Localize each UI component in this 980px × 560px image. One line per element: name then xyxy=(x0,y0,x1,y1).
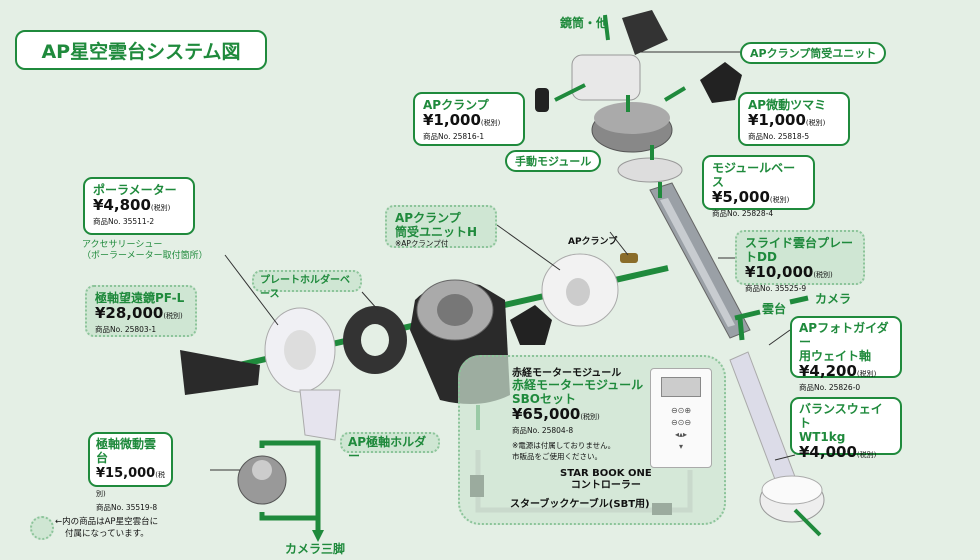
product-name: 極軸望遠鏡PF-L xyxy=(95,291,185,305)
product-name: 赤経モーターモジュール xyxy=(512,378,644,392)
label-camera: カメラ xyxy=(815,292,852,306)
product-ap-clamp: APクランプ ¥1,000(税別) 商品No. 25816-1 xyxy=(413,92,525,146)
label-kyoto: 鏡筒・他 xyxy=(560,16,609,30)
product-number: 商品No. 25816-1 xyxy=(423,132,485,141)
product-number: 商品No. 25803-1 xyxy=(95,325,157,334)
product-price: ¥4,800(税別) xyxy=(93,196,171,214)
product-price: ¥4,000(税別) xyxy=(799,443,877,461)
label-tripod: カメラ三脚 xyxy=(285,542,346,556)
product-polar-scope: 極軸望遠鏡PF-L ¥28,000(税別) 商品No. 25803-1 xyxy=(85,285,197,337)
product-price: ¥65,000(税別) xyxy=(512,405,600,423)
product-name: スライド雲台プレートDD xyxy=(745,236,854,264)
label-accessory-shoe: アクセサリーシュー（ポーラーメーター取付箇所） xyxy=(82,240,208,261)
product-ap-fine-knob: AP微動ツマミ ¥1,000(税別) 商品No. 25818-5 xyxy=(738,92,850,146)
product-name-2: 筒受ユニットH xyxy=(395,225,478,239)
product-number: 商品No. 25818-5 xyxy=(748,132,810,141)
product-name: APクランプ xyxy=(395,211,461,225)
fine-knob-image xyxy=(700,62,742,103)
label-cable: スターブックケーブル(SBT用) xyxy=(510,499,650,510)
manual-module-image xyxy=(591,102,673,153)
label-manual-module: 手動モジュール xyxy=(505,150,602,172)
product-price: ¥10,000(税別) xyxy=(745,263,833,281)
label-plate-holder-base: プレートホルダーベース xyxy=(252,270,362,300)
product-name: モジュールベース xyxy=(712,161,796,189)
balance-weight-image xyxy=(759,475,825,523)
legend-text: ←内の商品はAP星空雲台に付属になっています。 xyxy=(55,517,159,539)
ap-clamp-image xyxy=(535,88,549,112)
label-polar-holder: AP極軸ホルダー xyxy=(340,432,440,463)
product-polar-fine-head: 極軸微動雲台 ¥15,000(税別) 商品No. 35519-8 xyxy=(88,432,173,512)
product-clamp-unit-h: APクランプ 筒受ユニットH ※APクランプ付 xyxy=(385,205,497,248)
product-note: ※APクランプ付 xyxy=(395,239,449,248)
product-name: APフォトガイダー xyxy=(799,321,889,349)
product-name-2: WT1kg xyxy=(799,430,846,444)
product-price: ¥1,000(税別) xyxy=(423,111,501,129)
product-number: 商品No. 35525-9 xyxy=(745,284,807,293)
module-base-image xyxy=(617,157,683,183)
product-number: 商品No. 25804-8 xyxy=(512,426,574,435)
product-balance-weight: バランスウェイト WT1kg ¥4,000(税別) xyxy=(790,397,902,461)
product-price: ¥15,000(税別) xyxy=(96,466,165,498)
label-ap-clamp: APクランプ xyxy=(568,237,618,247)
product-name-2: SBOセット xyxy=(512,392,576,406)
product-number: 商品No. 35511-2 xyxy=(93,217,155,226)
product-name-2: 用ウェイト軸 xyxy=(799,349,872,363)
label-clamp-unit: APクランプ筒受ユニット xyxy=(740,42,887,64)
product-price: ¥28,000(税別) xyxy=(95,304,183,322)
product-name: バランスウェイト xyxy=(799,402,883,430)
polar-scope-image xyxy=(180,350,260,395)
controller-image: ⊖⊙⊕⊖⊙⊖◂▴▸▾ xyxy=(650,368,712,468)
clamp-unit-image xyxy=(571,10,668,101)
label-unhead: 雲台 xyxy=(762,302,787,316)
product-module-base: モジュールベース ¥5,000(税別) 商品No. 25828-4 xyxy=(702,155,815,218)
product-number: 商品No. 25826-0 xyxy=(799,383,861,392)
product-number: 商品No. 35519-8 xyxy=(96,503,158,512)
product-name: AP微動ツマミ xyxy=(748,98,827,112)
product-weight-shaft: APフォトガイダー 用ウェイト軸 ¥4,200(税別) 商品No. 25826-… xyxy=(790,316,902,392)
product-name: ポーラメーター xyxy=(93,183,177,197)
product-name: APクランプ xyxy=(423,98,489,112)
product-price: ¥4,200(税別) xyxy=(799,362,877,380)
legend-swatch xyxy=(30,516,54,540)
product-ra-sbo: 赤経モーターモジュール SBOセット ¥65,000(税別) 商品No. 258… xyxy=(512,378,643,436)
ap-clamp-small-image xyxy=(620,253,638,263)
product-name: 極軸微動雲台 xyxy=(96,437,157,465)
label-ra-module: 赤経モーターモジュール xyxy=(512,368,622,379)
clamp-unit-h-image xyxy=(510,253,619,345)
product-price: ¥1,000(税別) xyxy=(748,111,826,129)
page-title: AP星空雲台システム図 xyxy=(15,30,267,70)
polar-holder-image xyxy=(264,307,341,441)
product-price: ¥5,000(税別) xyxy=(712,188,790,206)
power-note: ※電源は付属しておりません。市販品をご使用ください。 xyxy=(512,441,616,461)
polar-fine-head-image xyxy=(237,455,287,505)
product-number: 商品No. 25828-4 xyxy=(712,209,774,218)
plate-holder-base-image xyxy=(343,306,407,374)
product-slide-plate: スライド雲台プレートDD ¥10,000(税別) 商品No. 35525-9 xyxy=(735,230,865,293)
product-polar-meter: ポーラメーター ¥4,800(税別) 商品No. 35511-2 xyxy=(83,177,195,235)
slide-plate-image xyxy=(649,182,751,339)
